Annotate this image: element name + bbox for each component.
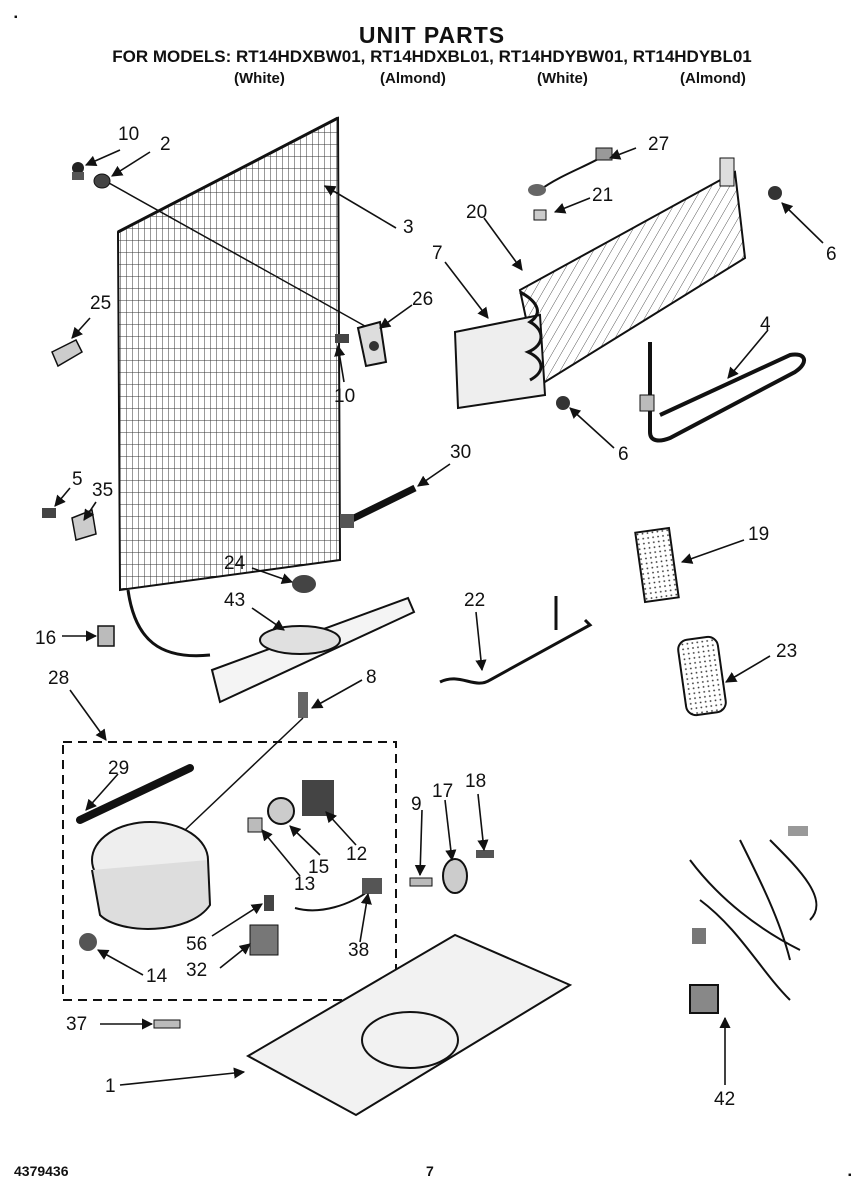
callout-22: 22 [464,590,485,611]
clip-part-13 [247,817,263,833]
drain-pan [210,575,416,718]
callout-26: 26 [412,289,433,310]
line-8 [184,717,304,831]
callout-27: 27 [648,134,669,155]
callout-38: 38 [348,940,369,961]
callout-15: 15 [308,857,329,878]
tube-part-22 [439,596,593,685]
corner-mark-top: ▪ [14,12,18,23]
screw-part-6a [768,186,782,200]
doc-number: 4379436 [14,1163,69,1179]
callout-56: 56 [186,934,207,955]
callout-6a: 6 [826,244,837,265]
callout-14: 14 [146,966,168,987]
callout-12: 12 [346,844,367,865]
callout-20: 20 [466,202,487,223]
screw-part-10 [72,162,84,180]
insulation-part-23 [677,635,727,717]
harness-part-27 [528,147,613,196]
insulation-part-19 [634,526,680,604]
relay-part-12 [302,780,334,816]
callout-10b: 10 [334,386,355,407]
callout-24: 24 [224,553,246,574]
callout-3: 3 [403,217,414,238]
callout-1: 1 [105,1076,116,1097]
callout-37: 37 [66,1014,87,1035]
callout-10a: 10 [118,124,139,145]
callout-29: 29 [108,758,129,779]
color-label-4: (Almond) [680,70,746,87]
screw-part-10b [335,334,349,343]
filter-drier-part-29 [76,764,194,824]
callout-28: 28 [48,668,69,689]
fan-blade-part-17 [442,858,468,894]
screw-part-56 [264,895,274,911]
clamp-part-16 [97,625,115,647]
screw-part-5 [42,508,56,518]
callout-32: 32 [186,960,207,981]
page-title: UNIT PARTS [358,22,506,48]
color-label-3: (White) [537,70,588,87]
callout-43: 43 [224,590,245,611]
clip-part-35 [71,508,97,541]
callout-8: 8 [366,667,377,688]
base-part-1 [245,933,573,1117]
callout-13: 13 [294,874,315,895]
callout-5: 5 [72,469,83,490]
callout-6b: 6 [618,444,629,465]
callout-leaders [54,147,824,1086]
color-label-1: (White) [234,70,285,87]
callout-35: 35 [92,480,113,501]
callout-25: 25 [90,293,111,314]
callout-19: 19 [748,524,769,545]
callout-4: 4 [760,314,771,335]
heater-part-4 [639,342,806,443]
callout-23: 23 [776,641,797,662]
harness-part-42 [689,826,818,1014]
callout-42: 42 [714,1089,735,1110]
callout-9: 9 [411,794,422,815]
clip-part-37 [153,1019,181,1029]
callout-16: 16 [35,628,56,649]
sensor-part-30 [340,484,417,528]
screw-part-18 [476,850,494,858]
color-label-2: (Almond) [380,70,446,87]
callout-21: 21 [592,185,613,206]
cap-part-15 [267,797,295,825]
screw-part-6b [556,396,570,410]
callout-17: 17 [432,781,453,802]
callout-30: 30 [450,442,471,463]
clip-part-25 [51,338,83,368]
bracket-part-26 [356,320,388,368]
callout-7: 7 [432,243,443,264]
corner-mark-bottom: ▪ [848,1170,852,1181]
grommet-part-2 [93,173,111,189]
condenser-part [116,116,342,658]
models-line: FOR MODELS: RT14HDXBW01, RT14HDXBL01, RT… [112,47,752,66]
callout-18: 18 [465,771,486,792]
compressor-group-box [62,741,397,1001]
clip-part-9 [409,877,433,887]
callout-2: 2 [160,134,171,155]
part-32 [249,924,279,956]
callout-labels: 10 2 3 27 21 20 7 6 25 26 10 4 6 30 5 35… [35,124,837,1110]
clip-part-21 [533,209,547,221]
diagonal-leader [99,177,373,331]
page-number: 7 [426,1163,434,1179]
evaporator-part [453,157,747,410]
compressor-part [79,821,212,951]
